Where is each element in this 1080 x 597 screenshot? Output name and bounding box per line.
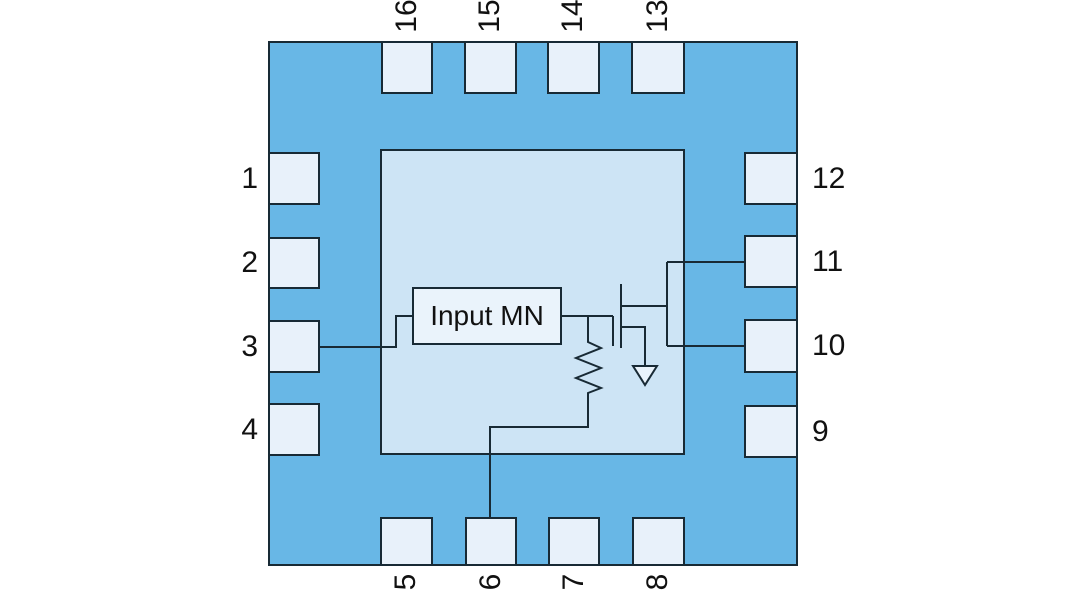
pin-label-8: 8 xyxy=(641,573,674,591)
pin-14 xyxy=(547,41,600,94)
pin-label-6: 6 xyxy=(474,573,507,591)
pin-7 xyxy=(548,517,600,566)
input-matching-network-box: Input MN xyxy=(412,287,562,345)
pin-label-7: 7 xyxy=(557,573,590,591)
pin-label-15: 15 xyxy=(473,0,506,33)
pin-11 xyxy=(744,235,798,288)
pin-label-12: 12 xyxy=(812,162,846,195)
input-mn-label: Input MN xyxy=(430,300,544,331)
pin-label-2: 2 xyxy=(241,246,258,279)
pin-13 xyxy=(631,41,685,94)
pin-15 xyxy=(464,41,517,94)
pin-label-3: 3 xyxy=(241,330,258,363)
pin-1 xyxy=(268,152,320,205)
pin-5 xyxy=(380,517,433,566)
pin-label-11: 11 xyxy=(812,245,844,278)
pin-label-4: 4 xyxy=(241,413,258,446)
pin-label-1: 1 xyxy=(241,162,258,195)
pin-4 xyxy=(268,403,320,456)
pin-9 xyxy=(744,405,798,458)
pin-16 xyxy=(381,41,433,94)
pin-label-13: 13 xyxy=(641,0,674,33)
pin-label-14: 14 xyxy=(556,0,589,33)
pin-label-16: 16 xyxy=(390,0,423,33)
pin-10 xyxy=(744,319,798,373)
pin-label-10: 10 xyxy=(812,329,846,362)
pin-label-5: 5 xyxy=(389,573,422,591)
pin-12 xyxy=(744,152,798,205)
pin-6 xyxy=(465,517,517,566)
pin-8 xyxy=(632,517,685,566)
pin-2 xyxy=(268,237,320,289)
pin-label-9: 9 xyxy=(812,415,829,448)
pin-3 xyxy=(268,320,320,373)
